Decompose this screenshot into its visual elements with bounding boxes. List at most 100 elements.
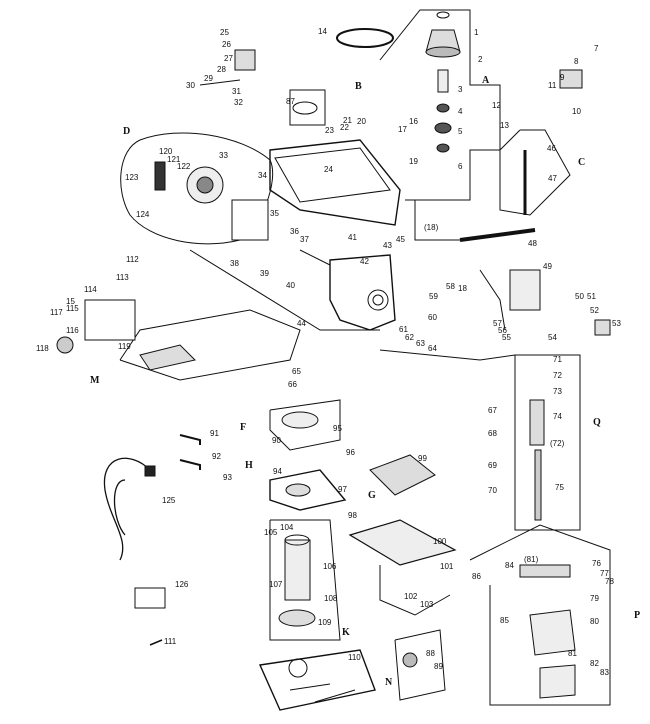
part-label: 34 [258,171,267,180]
part-label: 36 [290,227,299,236]
part-label: 53 [612,319,621,328]
part-label: 112 [126,255,139,264]
group-label-a: A [482,75,490,86]
part-label: 122 [177,162,191,171]
part-label: 114 [84,285,97,294]
part-label: 49 [543,262,552,271]
part-label: 7 [594,44,599,53]
part-label: 57 [493,319,502,328]
part-label: 46 [547,144,556,153]
part-label: (81) [524,555,539,564]
part-label: 116 [66,326,79,335]
part-label: (72) [550,439,565,448]
part-label: 69 [488,461,497,470]
part-label: 58 [446,282,455,291]
part-label: 102 [404,592,418,601]
part-label: 101 [440,562,454,571]
part-label: 91 [210,429,219,438]
part-label: 93 [223,473,232,482]
part-label: 12 [492,101,501,110]
group-p-outline [470,525,610,705]
part-label: 42 [360,257,369,266]
part-label: 26 [222,40,231,49]
part-label: 72 [553,371,562,380]
part-label: 121 [167,155,181,164]
part-label: 117 [50,308,63,317]
part-label: 68 [488,429,497,438]
part-label: 6 [458,162,463,171]
belt-cover [270,140,400,225]
part-label: 96 [346,448,355,457]
part-label: 123 [125,173,139,182]
group-label-n: N [385,677,393,688]
group-label-b: B [355,81,362,92]
part-label: 90 [272,436,281,445]
part-label: 47 [548,174,557,183]
group-f-outline [270,400,340,450]
part-label: 71 [553,355,562,364]
part-label: 66 [288,380,297,389]
part-label: 115 [66,304,79,313]
part-label: 59 [429,292,438,301]
part-label: 94 [273,467,282,476]
part-label: 86 [472,572,481,581]
part-label: 99 [418,454,427,463]
part-label: 16 [409,117,418,126]
part-label: 23 [325,126,334,135]
part-label: 64 [428,344,437,353]
part-label: 106 [323,562,337,571]
part-label: 87 [286,97,295,106]
part-label: 14 [318,27,327,36]
group-label-k: K [342,627,350,638]
part-label: 118 [36,344,49,353]
part-label: 20 [357,117,366,126]
part-label: 80 [590,617,599,626]
group-label-f: F [240,422,247,433]
part-label: 67 [488,406,497,415]
part-label: 38 [230,259,239,268]
part-label: 83 [600,668,609,677]
part-label: 24 [324,165,333,174]
part-label: 120 [159,147,173,156]
part-label: 88 [426,649,435,658]
group-q-outline [515,355,580,530]
part-label: 111 [164,637,177,646]
part-label: 8 [574,57,579,66]
part-label: 4 [458,107,463,116]
part-label: 54 [548,333,557,342]
part-label: 19 [409,157,418,166]
part-label: 55 [502,333,511,342]
part-label: 27 [224,54,233,63]
part-label: 73 [553,387,562,396]
part-label: 29 [204,74,213,83]
group-label-h: H [245,460,253,471]
part-label: 105 [264,528,278,537]
part-label: 126 [175,580,189,589]
part-label: 40 [286,281,295,290]
part-label: 95 [333,424,342,433]
part-label: 22 [340,123,349,132]
part-label: 89 [434,662,443,671]
part-label: 103 [420,600,434,609]
part-label: 31 [232,87,241,96]
part-label: 60 [428,313,437,322]
part-label: 15 [66,297,75,306]
part-label: 78 [605,577,614,586]
part-label: 33 [219,151,228,160]
part-label: 39 [260,269,269,278]
part-label: 32 [234,98,243,107]
base [260,650,375,710]
group-c-outline [500,130,570,215]
part-label: 9 [560,73,565,82]
part-label: 2 [478,55,483,64]
part-label: 77 [600,569,609,578]
part-label: 65 [292,367,301,376]
part-label: 84 [505,561,514,570]
part-label: 76 [592,559,601,568]
part-label: 3 [458,85,463,94]
part-label: 11 [548,81,557,90]
group-k-outline [270,520,340,640]
part-label: 79 [590,594,599,603]
part-label: 45 [396,235,405,244]
